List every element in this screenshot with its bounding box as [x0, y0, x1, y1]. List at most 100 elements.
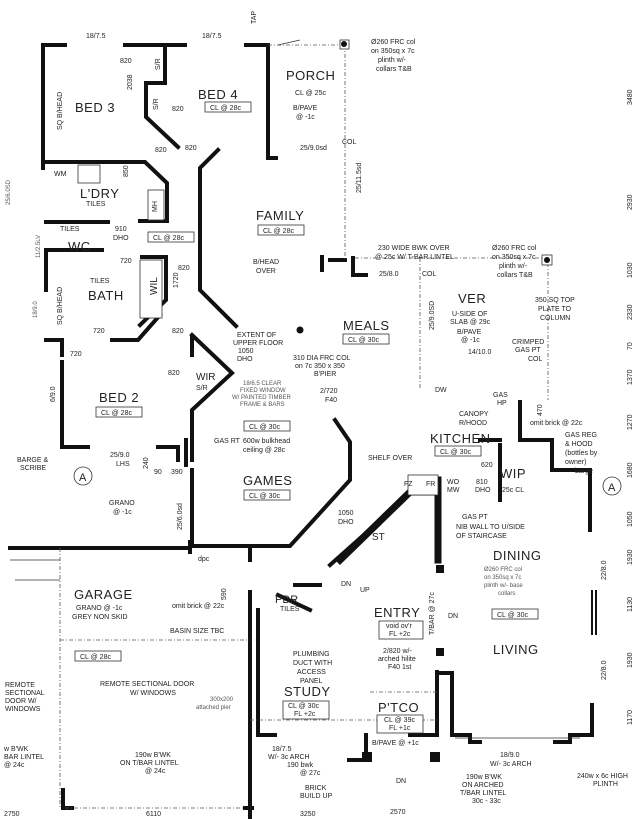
- plan-label: UP: [360, 587, 370, 594]
- room-study: STUDY: [284, 684, 331, 699]
- plan-label: GAS PT: [462, 514, 488, 521]
- plan-label: CL @ 28c: [263, 228, 294, 235]
- room-labels: BED 3 BED 4 PORCH L'DRY WC BATH FAMILY M…: [68, 68, 542, 715]
- plan-label: PLINTH: [593, 781, 618, 788]
- plan-label: @ 27c: [300, 770, 321, 777]
- plan-label: 3250: [300, 811, 316, 818]
- plan-label: BAR LINTEL: [4, 754, 44, 761]
- plan-label: FL +1c: [389, 725, 411, 732]
- plan-label: OVER: [256, 268, 276, 275]
- plan-label: 2930: [627, 194, 634, 210]
- plan-label: collars T&B: [497, 272, 533, 279]
- room-pdr: PDR: [275, 594, 298, 606]
- plan-label: COL: [422, 271, 437, 278]
- plan-label: DN: [396, 778, 406, 785]
- plan-label: 720: [70, 351, 82, 358]
- plan-label: 1370: [627, 369, 634, 385]
- plan-label: FR: [426, 481, 435, 488]
- plan-label: omit brick @ 22c: [172, 603, 225, 610]
- plan-label: 190 bwk: [287, 762, 314, 769]
- plan-label: REMOTE: [5, 682, 35, 689]
- plan-label: ACCESS: [297, 669, 326, 676]
- plan-label: 820: [178, 265, 190, 272]
- plan-label: 1720: [173, 272, 180, 288]
- plan-label: 2/720: [320, 388, 338, 395]
- plan-label: DHO: [338, 519, 354, 526]
- plan-label: PLUMBING: [293, 651, 330, 658]
- plan-label: WINDOWS: [5, 706, 41, 713]
- plan-label: SQ B/HEAD: [57, 287, 64, 325]
- room-wil: WIL: [149, 277, 160, 295]
- room-porch: PORCH: [286, 68, 335, 83]
- plan-label: 1930: [627, 549, 634, 565]
- room-kitchen: KITCHEN: [430, 431, 491, 446]
- plan-label: SCRIBE: [20, 465, 46, 472]
- section-marker-a2: [602, 476, 622, 496]
- dimensions-left: 25/6.0SD 11/2.5LV 18/9.0 6/9.0: [6, 179, 57, 402]
- room-family: FAMILY: [256, 208, 304, 223]
- plan-label: B/PAVE: [457, 329, 482, 336]
- plan-label: TILES: [90, 278, 110, 285]
- plan-label: CL @ 30c: [249, 493, 280, 500]
- plan-label: FL +2c: [294, 711, 316, 718]
- plan-label: 18/6.5 CLEAR: [243, 381, 282, 387]
- plan-label: 240w x 6c HIGH: [577, 773, 628, 780]
- plan-label: PLATE TO: [538, 306, 572, 313]
- room-garage: GARAGE: [74, 587, 133, 602]
- room-bed4: BED 4: [198, 87, 238, 102]
- plan-label: 25/9.0: [110, 452, 130, 459]
- plan-label: 190w B'WK: [466, 774, 502, 781]
- plan-label: 600w bulkhead: [243, 438, 290, 445]
- plan-label: plinth w/- base: [484, 583, 523, 589]
- plan-label: on 350sq x 7c: [371, 48, 415, 55]
- plan-label: 2038: [127, 74, 134, 90]
- dimensions-right: 3480 2930 1030 2330 70 1370 1270 1680 10…: [627, 89, 634, 725]
- plan-label: 1270: [627, 414, 634, 430]
- plan-label: WM: [54, 171, 67, 178]
- plan-label: 18/9.0: [33, 301, 39, 318]
- plan-label: T/BAR @ 27c: [429, 592, 436, 635]
- plan-label: ON ARCHED: [462, 782, 504, 789]
- plan-label: collars T&B: [376, 66, 412, 73]
- plan-label: 590: [221, 588, 228, 600]
- plan-label: 11/2.5LV: [36, 235, 42, 258]
- plan-label: HP: [497, 400, 507, 407]
- plan-label: CL @ 30c: [497, 612, 528, 619]
- plan-label: F40 1st: [388, 664, 411, 671]
- plan-label: CL @ 30c: [249, 424, 280, 431]
- plan-label: 22/8.0: [601, 560, 608, 580]
- plan-label: B/PAVE @ +1c: [372, 740, 419, 747]
- plan-label: W/- 3c ARCH: [268, 754, 310, 761]
- plan-label: Ø260 FRC col: [371, 39, 416, 46]
- room-games: GAMES: [243, 473, 292, 488]
- plan-label: on 350sq x 7c: [484, 575, 521, 581]
- plan-label: ON T/BAR LINTEL: [120, 760, 179, 767]
- plan-label: GAS: [493, 392, 508, 399]
- plan-label: CL @ 30c: [440, 449, 471, 456]
- plan-label: DN: [448, 613, 458, 620]
- plan-label: plinth w/-: [378, 57, 407, 64]
- plan-label: 300x200: [210, 697, 234, 703]
- room-dining: DINING: [493, 548, 542, 563]
- plan-label: 25/8.0: [379, 271, 399, 278]
- plan-label: CL @ 28c: [80, 654, 111, 661]
- plan-label: 720: [93, 328, 105, 335]
- plan-label: A: [608, 482, 616, 494]
- plan-label: ceiling @ 28c: [243, 447, 286, 454]
- plan-label: 820: [172, 106, 184, 113]
- plan-label: CL @ 30c: [288, 703, 319, 710]
- plan-label: B/PAVE: [293, 105, 318, 112]
- plan-label: FIXED WINDOW: [240, 388, 286, 394]
- plan-label: S/R: [155, 58, 162, 70]
- plan-label: @ -1c: [113, 509, 132, 516]
- plan-label: CL @ 28c: [210, 105, 241, 112]
- plan-label: GRANO: [109, 500, 135, 507]
- plan-label: 3480: [627, 89, 634, 105]
- plan-label: arched hilite: [378, 656, 416, 663]
- plan-label: 70: [627, 342, 634, 350]
- plan-label: on 7c 350 x 350: [295, 363, 345, 370]
- plan-label: 620: [481, 462, 493, 469]
- plan-label: SLAB @ 29c: [450, 319, 491, 326]
- plan-label: 1680: [627, 462, 634, 478]
- plan-label: SHELF OVER: [368, 455, 412, 462]
